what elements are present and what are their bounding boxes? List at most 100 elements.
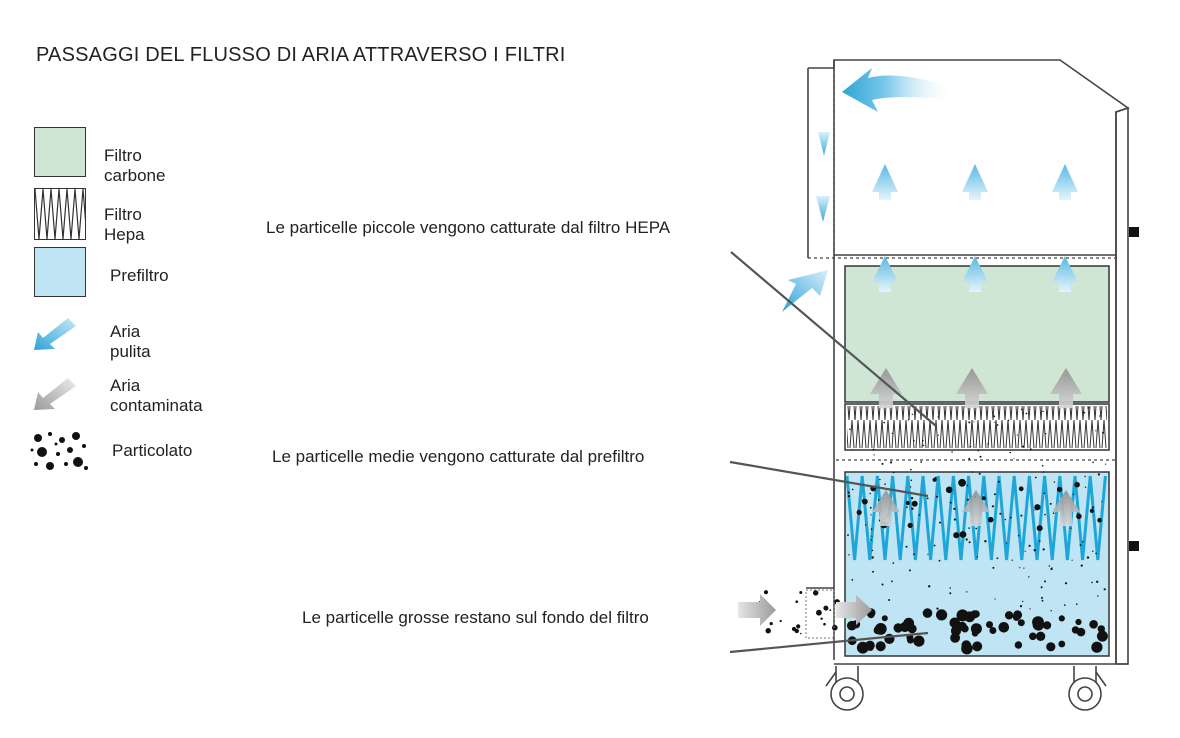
particle <box>913 553 915 556</box>
particle <box>1028 576 1030 578</box>
particle <box>993 415 996 418</box>
particle <box>913 635 925 647</box>
legend-label-clean-air: Aria pulita <box>110 322 151 361</box>
particle <box>1102 431 1104 434</box>
particle <box>1009 451 1011 454</box>
particle <box>1013 458 1015 460</box>
particle <box>1076 627 1086 637</box>
particle <box>1076 513 1082 520</box>
particle <box>910 496 914 500</box>
particle <box>1083 411 1086 414</box>
particle <box>978 472 981 475</box>
particle <box>907 636 914 644</box>
particle <box>1050 567 1053 571</box>
particle <box>1064 604 1066 606</box>
particle <box>1016 434 1018 436</box>
legend-label-particulate: Particolato <box>112 441 193 460</box>
particle <box>1058 615 1065 622</box>
particle <box>892 471 895 474</box>
particle <box>970 623 982 635</box>
particle <box>1009 516 1012 519</box>
particle <box>847 491 850 494</box>
particle <box>884 483 886 485</box>
particle <box>908 569 911 572</box>
particle <box>939 521 941 524</box>
particle <box>950 625 962 637</box>
particle <box>1004 518 1007 521</box>
particle <box>1044 580 1046 583</box>
particle <box>877 499 880 501</box>
particle <box>991 505 995 508</box>
particle <box>870 528 873 530</box>
particle <box>1058 640 1066 648</box>
particle <box>949 617 961 629</box>
particle <box>851 449 853 451</box>
particle <box>879 478 881 481</box>
particle <box>765 628 771 634</box>
particle <box>1025 412 1028 415</box>
particle <box>998 480 1000 483</box>
particle <box>913 440 915 442</box>
particle <box>1103 588 1106 591</box>
particle <box>1036 525 1043 532</box>
particle <box>968 541 971 544</box>
particle <box>871 535 873 537</box>
particle <box>905 500 910 506</box>
particle <box>851 579 854 581</box>
particle <box>972 641 983 652</box>
particle <box>1040 586 1043 589</box>
particle <box>936 495 938 498</box>
legend-label-hepa-filter: Filtro Hepa <box>104 205 145 244</box>
callout-leader-lines <box>729 251 937 654</box>
particle <box>1096 630 1108 642</box>
clean-air-down-arrow-1 <box>818 132 830 156</box>
particle <box>1041 599 1044 602</box>
particle <box>926 497 929 500</box>
particle <box>1014 641 1023 649</box>
particle <box>922 608 933 618</box>
particle <box>888 599 891 601</box>
particle <box>1017 535 1020 537</box>
particle <box>965 538 968 541</box>
particle <box>973 421 975 423</box>
particle <box>922 444 925 447</box>
particle <box>951 451 953 453</box>
legend-label-contaminated-air: Aria contaminata <box>110 376 203 415</box>
particle <box>1097 595 1099 597</box>
particle <box>1056 486 1063 493</box>
particle <box>769 622 773 626</box>
particle <box>927 553 929 555</box>
particle <box>971 471 974 473</box>
particle <box>856 641 869 654</box>
particle <box>936 609 948 621</box>
particle <box>1022 445 1025 448</box>
caster-left <box>825 666 864 711</box>
particle <box>1092 550 1094 552</box>
particle <box>823 622 826 626</box>
particle <box>1021 408 1023 411</box>
particle <box>1076 603 1078 605</box>
hepa-filter-pleats <box>847 406 1107 448</box>
particle <box>975 527 978 530</box>
particle <box>1038 540 1041 542</box>
particle <box>890 461 893 464</box>
particle <box>911 507 914 510</box>
particle <box>832 624 838 631</box>
particle <box>1053 481 1056 483</box>
particle <box>873 454 875 456</box>
particle <box>932 477 937 482</box>
particle <box>891 580 893 583</box>
particle <box>1105 463 1107 465</box>
clean-air-arrow-icon <box>34 318 76 350</box>
particle <box>1092 461 1094 464</box>
inlet-grille <box>805 589 835 639</box>
particle <box>1080 564 1083 567</box>
particle <box>1045 433 1047 435</box>
particle <box>1050 610 1052 612</box>
particle <box>1029 448 1032 451</box>
particle <box>998 622 1010 633</box>
particle <box>934 476 937 479</box>
particle <box>1091 506 1094 509</box>
particle <box>816 609 822 616</box>
legend-swatch-carbon-filter <box>34 127 86 177</box>
